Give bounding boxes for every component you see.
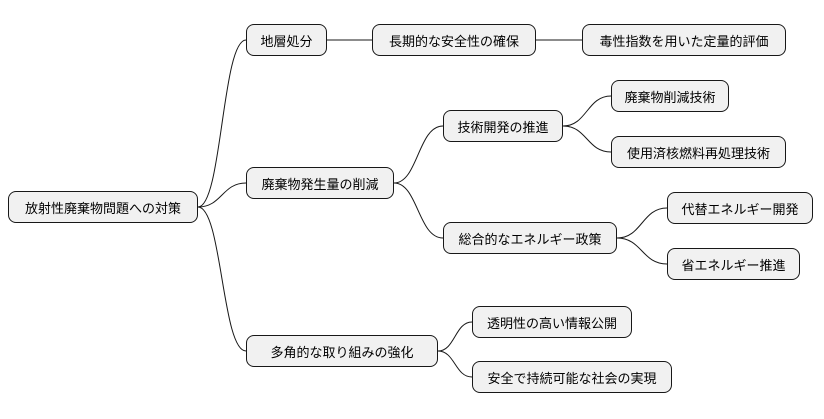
- edge-reduction-to-policy: [393, 182, 444, 239]
- edge-tech-to-reprocessing: [562, 125, 612, 153]
- branch-strengthening: 多角的な取り組みの強化: [246, 335, 438, 367]
- node-sustainable-society: 安全で持続可能な社会の実現: [472, 361, 672, 393]
- node-fuel-reprocessing-tech: 使用済核燃料再処理技術: [611, 136, 786, 168]
- node-toxicity-evaluation: 毒性指数を用いた定量的評価: [582, 24, 786, 56]
- edge-root-to-strengthening: [197, 206, 247, 352]
- branch-geological-disposal: 地層処分: [246, 24, 327, 56]
- edge-policy-to-saving: [616, 237, 668, 265]
- edge-tech-to-waste-tech: [562, 95, 612, 127]
- node-transparent-disclosure: 透明性の高い情報公開: [472, 306, 632, 338]
- node-long-term-safety: 長期的な安全性の確保: [372, 24, 536, 56]
- node-alternative-energy: 代替エネルギー開発: [667, 192, 813, 224]
- node-tech-development: 技術開発の推進: [443, 110, 563, 142]
- root-node: 放射性廃棄物問題への対策: [8, 191, 198, 223]
- branch-waste-reduction: 廃棄物発生量の削減: [246, 167, 394, 199]
- edge-policy-to-alternative: [616, 207, 668, 239]
- edge-strengthening-to-society: [437, 350, 473, 378]
- edge-reduction-to-tech: [393, 125, 444, 184]
- edge-root-to-disposal: [197, 39, 247, 208]
- edge-strengthening-to-disclosure: [437, 321, 473, 352]
- edge-root-to-reduction: [197, 182, 247, 208]
- node-energy-policy: 総合的なエネルギー政策: [443, 222, 617, 254]
- node-energy-saving: 省エネルギー推進: [667, 248, 800, 280]
- node-waste-reduction-tech: 廃棄物削減技術: [611, 80, 729, 112]
